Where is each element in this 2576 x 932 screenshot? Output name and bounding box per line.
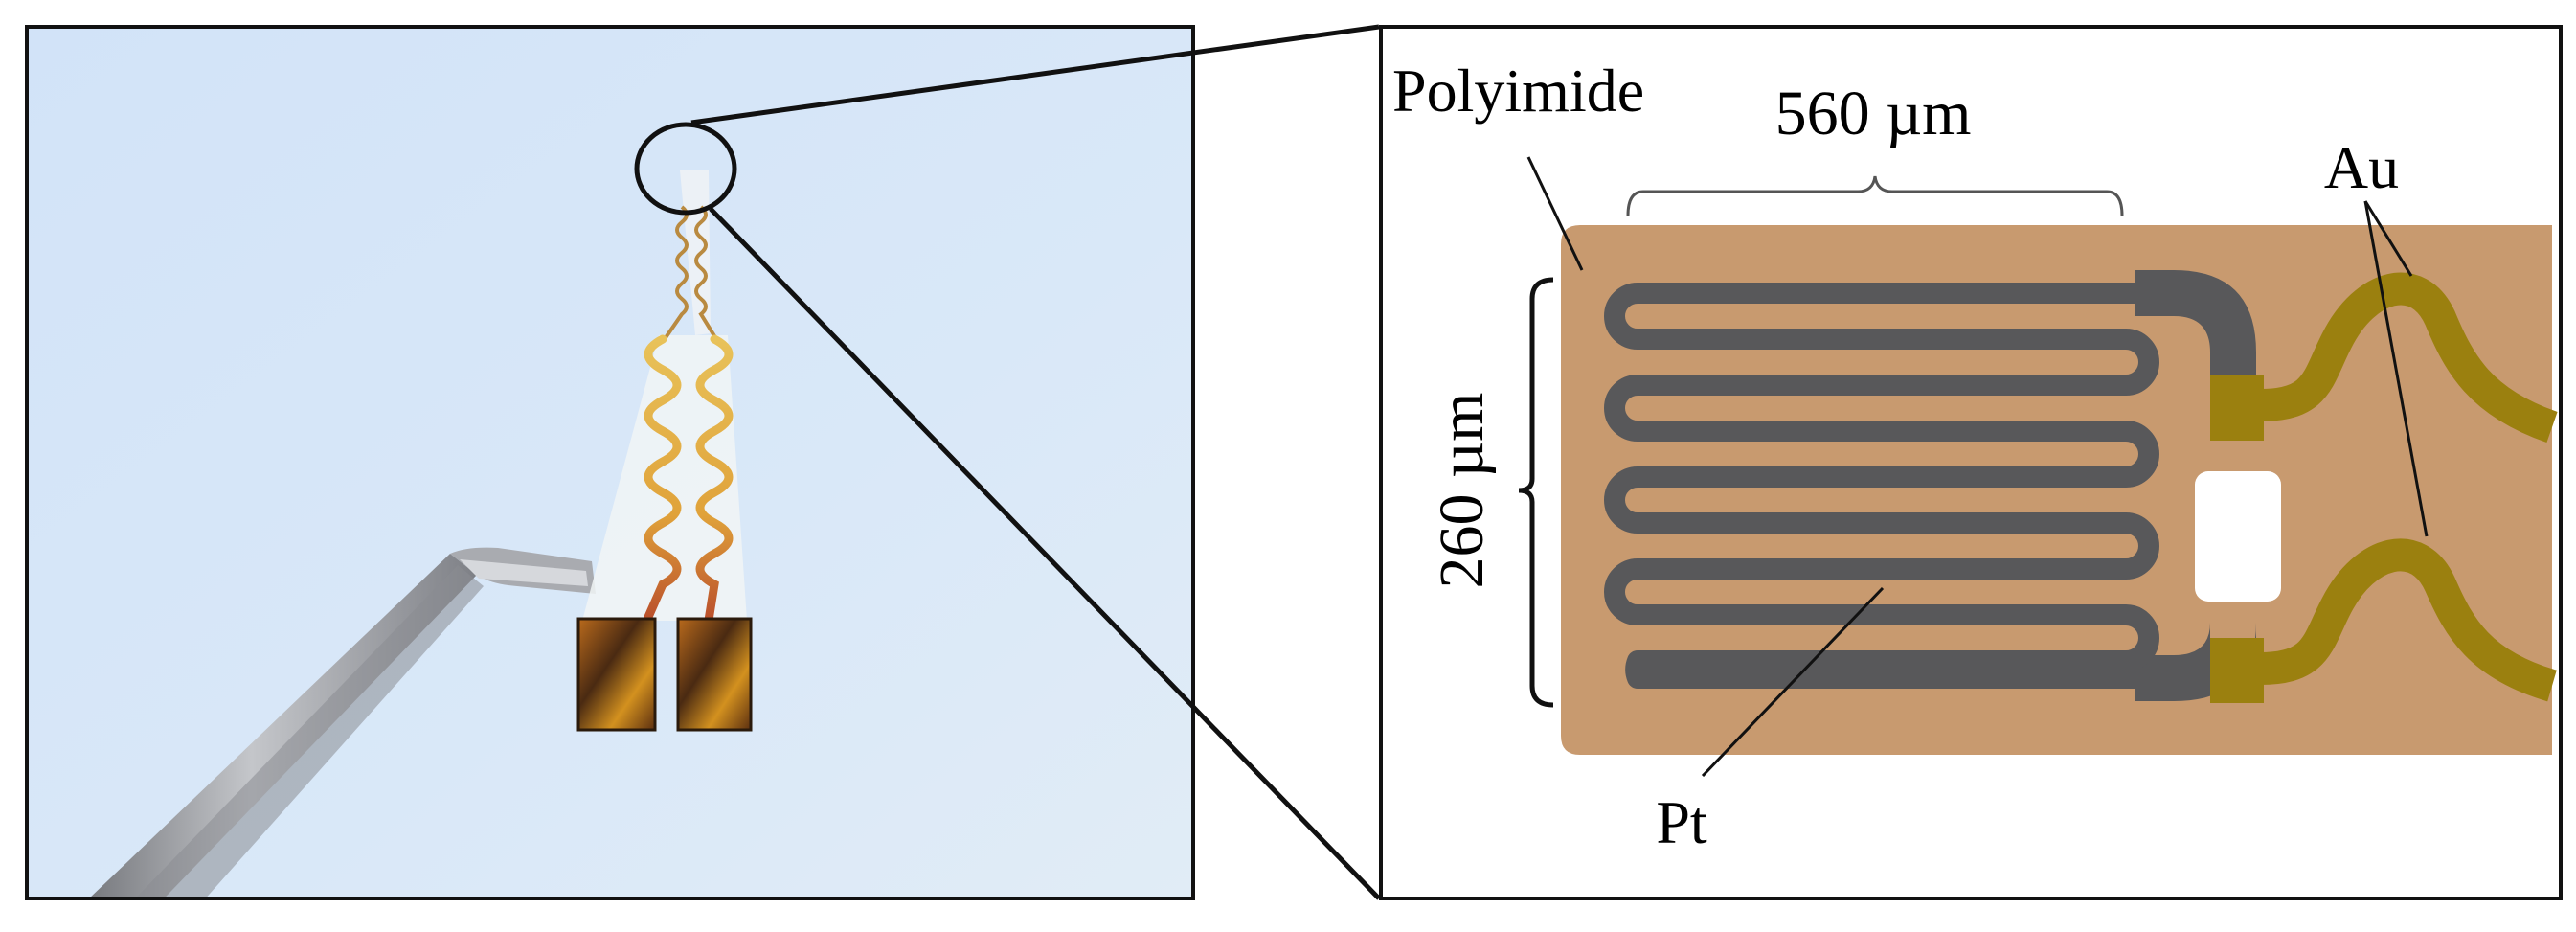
length-label: 560 µm <box>1775 79 1972 148</box>
au-pad-top <box>2210 375 2264 441</box>
substrate-window <box>2195 471 2281 602</box>
gold-leader-bottom <box>2363 200 2429 537</box>
polyimide-leader <box>1526 156 1584 271</box>
width-label: 260 µm <box>1427 393 1497 589</box>
gold-leads <box>2259 272 2558 702</box>
au-pad-bottom <box>2210 638 2264 703</box>
tweezers <box>89 547 596 898</box>
platinum-leader <box>1701 586 1885 778</box>
gold-label: Au <box>2324 133 2399 201</box>
pt-meander <box>1604 283 2159 689</box>
platinum-label: Pt <box>1656 788 1707 856</box>
zoom-line-bottom <box>709 207 1381 900</box>
photo-background <box>27 27 1193 898</box>
photo-frame <box>25 25 1195 900</box>
zoom-line-top <box>690 24 1380 125</box>
polyimide-label: Polyimide <box>1392 57 1644 125</box>
width-bracket <box>1518 277 1554 708</box>
contact-pad-right <box>678 619 751 730</box>
length-brace <box>1626 175 2124 216</box>
magnification-circle <box>634 122 737 216</box>
gold-leader-top <box>2363 200 2413 277</box>
contact-pad-left <box>578 619 655 730</box>
